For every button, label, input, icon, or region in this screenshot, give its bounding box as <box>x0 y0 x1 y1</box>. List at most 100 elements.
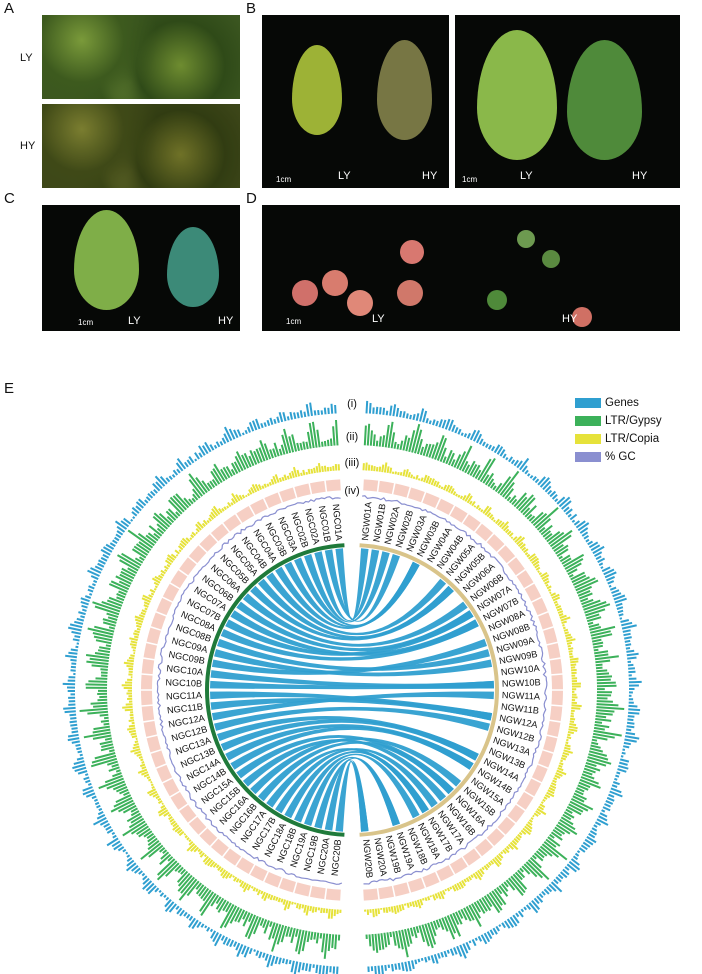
chromosome-label: NGW15A <box>469 776 507 808</box>
chromosome-label: NGW09A <box>495 635 536 655</box>
track-label: (iv) <box>344 485 359 497</box>
synteny-link <box>236 734 454 795</box>
chromosome-label: NGW20A <box>372 837 388 878</box>
chromosome-label: NGW18A <box>416 821 443 861</box>
synteny-link <box>220 719 479 761</box>
chromosome-label: NGC18A <box>262 820 288 858</box>
karyotype-block <box>524 778 542 797</box>
karyotype-block <box>143 643 157 659</box>
karyotype-block <box>538 750 554 768</box>
karyotype-block <box>294 882 311 897</box>
chromosome-label: NGC14A <box>185 756 223 783</box>
legend: Genes LTR/Gypsy LTR/Copia % GC <box>575 394 662 466</box>
karyotype-block <box>309 480 326 495</box>
synteny-link <box>211 691 494 721</box>
chromosome-label: NGC15B <box>208 785 242 817</box>
chromosome-label: NGC19B <box>302 834 321 872</box>
karyotype-block <box>393 882 410 897</box>
chromosome-label: NGC03B <box>263 521 289 558</box>
chromosome-label: NGC17B <box>250 815 278 852</box>
panel-b-caption-ly-2: LY <box>520 170 533 182</box>
chromosome-label: NGC07A <box>192 585 229 614</box>
karyotype-block <box>393 483 410 498</box>
karyotype-block <box>516 570 534 588</box>
karyotype-block <box>422 492 440 509</box>
chromosome-label: NGC03A <box>276 515 300 554</box>
chromosome-label: NGC08A <box>179 609 217 633</box>
panel-a-row-hy: HY <box>20 140 36 152</box>
karyotype-block <box>436 498 454 515</box>
panel-a-photo-ly <box>42 15 240 99</box>
chromosome-label: NGW07A <box>475 583 514 613</box>
synteny-link <box>230 610 479 656</box>
track-label: (ii) <box>346 431 358 443</box>
chromosome-label: NGW13B <box>487 746 527 771</box>
chromosome-label: NGC13A <box>174 735 213 757</box>
chromosome-label: NGW10A <box>500 663 541 677</box>
chromosome-label: NGW18B <box>405 826 429 866</box>
karyotype-block <box>486 828 505 846</box>
track-label: (i) <box>347 398 357 410</box>
legend-swatch <box>575 452 601 462</box>
legend-swatch <box>575 416 601 426</box>
chromosome-label: NGC16B <box>228 801 259 836</box>
karyotype-block <box>422 871 440 888</box>
karyotype-block <box>188 816 207 835</box>
karyotype-block <box>199 534 218 552</box>
chromosome-label: NGW14B <box>476 766 514 795</box>
karyotype-block <box>378 480 395 495</box>
karyotype-block <box>475 838 494 857</box>
panel-d-label: D <box>246 190 257 207</box>
synteny-link <box>335 760 369 832</box>
synteny-link <box>335 548 369 620</box>
karyotype-block <box>551 690 563 706</box>
chromosome-label: NGC15A <box>199 775 235 806</box>
karyotype-block <box>543 627 558 645</box>
karyotype-block <box>507 557 525 576</box>
synteny-link <box>225 724 474 770</box>
synteny-link <box>210 691 493 721</box>
karyotype-block <box>141 705 155 722</box>
synteny-link <box>220 619 479 661</box>
chromosome-label: NGW01A <box>360 501 374 541</box>
genes-track <box>365 400 642 974</box>
karyotype-block <box>162 583 180 602</box>
chromosome-label: NGW16A <box>454 793 489 828</box>
chromosome-label: NGW19A <box>395 831 417 872</box>
karyotype-block <box>236 857 255 874</box>
panel-a-label: A <box>4 0 15 17</box>
karyotype-block <box>170 570 188 588</box>
chromosome-label: NGC09B <box>168 649 206 666</box>
karyotype-block <box>408 487 425 503</box>
chromosome-label: NGW20B <box>361 839 374 879</box>
panel-c-caption-ly: LY <box>128 315 141 327</box>
chromosome-label: NGC12B <box>170 724 208 743</box>
gc-track <box>156 496 343 885</box>
synteny-link <box>275 561 420 629</box>
panel-c-photo: 1cm LY HY <box>42 205 240 331</box>
chromosome-label: NGW03B <box>415 519 441 558</box>
karyotype-block <box>188 545 207 564</box>
karyotype-block <box>210 523 229 542</box>
synteny-link <box>266 572 447 636</box>
chromosome-label: NGC17A <box>239 808 269 844</box>
synteny-link <box>284 751 429 819</box>
chromosome-label: NGW12A <box>498 713 539 730</box>
karyotype-block <box>475 523 494 542</box>
chromosome-label: NGW01B <box>371 503 387 543</box>
chromosome-label: NGC14B <box>192 766 228 794</box>
synteny-link <box>324 760 369 832</box>
karyotype-block <box>363 888 379 901</box>
karyotype-block <box>462 848 481 866</box>
right-ideogram <box>359 543 499 837</box>
karyotype-block <box>236 506 255 523</box>
chromosome-label: NGW08A <box>487 608 527 633</box>
synteny-link <box>314 757 400 829</box>
karyotype-block <box>141 690 153 706</box>
chromosome-label: NGC19A <box>288 830 309 869</box>
panel-c-scale: 1cm <box>78 318 94 327</box>
panel-b-photo: 1cm 1cm LY HY LY HY <box>262 15 680 188</box>
chromosome-label: NGC12A <box>168 713 207 730</box>
karyotype-block <box>156 764 173 783</box>
chromosome-label: NGW05A <box>444 541 477 578</box>
